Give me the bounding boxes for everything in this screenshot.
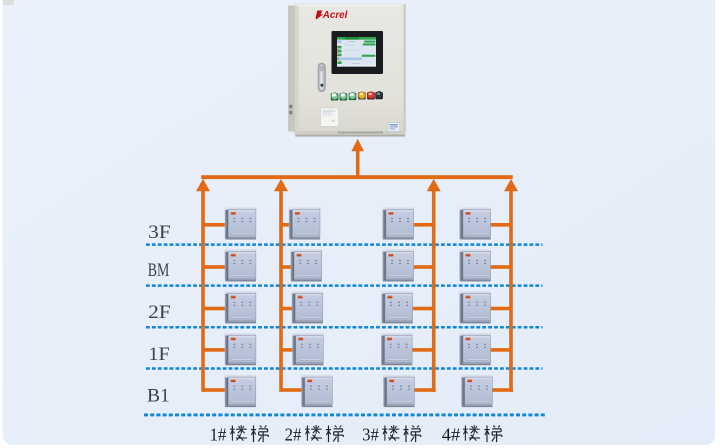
svg-text:4#: 4# — [442, 424, 460, 444]
svg-text:BM: BM — [148, 261, 170, 281]
svg-text:1#: 1# — [210, 424, 227, 444]
svg-text:3#: 3# — [362, 424, 379, 444]
svg-text:3F: 3F — [148, 223, 171, 243]
svg-text:1F: 1F — [148, 345, 169, 365]
svg-text:B1: B1 — [147, 387, 170, 407]
svg-text:2#: 2# — [285, 424, 302, 444]
svg-text:2F: 2F — [148, 303, 171, 323]
svg-text:Acrel: Acrel — [322, 10, 348, 21]
